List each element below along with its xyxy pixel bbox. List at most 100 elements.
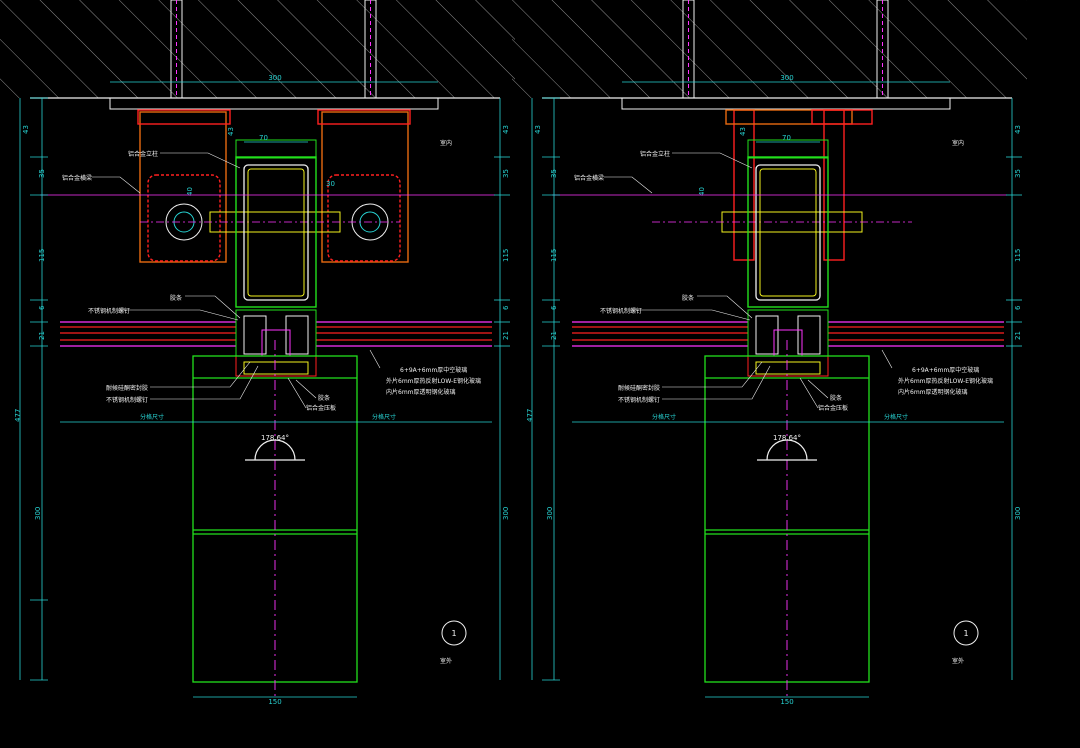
dim-top-width: 300: [268, 74, 281, 82]
svg-text:35: 35: [502, 169, 510, 178]
dim-bottom-width: 150: [780, 698, 793, 706]
dim-profile-width: 70: [259, 134, 268, 142]
svg-text:43: 43: [1014, 125, 1022, 134]
glass-joint: [747, 309, 829, 377]
dim-40: 40: [698, 187, 706, 196]
label-outdoor: 室外: [952, 657, 964, 665]
label-cover: 铝合金压板: [306, 404, 336, 412]
dim-bottom-width: 150: [268, 698, 281, 706]
svg-text:43: 43: [739, 127, 747, 136]
dim-top-width: 300: [780, 74, 793, 82]
label-glass-1: 6+9A+6mm厚中空玻璃: [400, 366, 467, 374]
detail-bubble: [441, 620, 467, 646]
svg-text:43: 43: [22, 125, 30, 134]
svg-text:35: 35: [550, 169, 558, 178]
svg-text:6: 6: [38, 305, 46, 310]
svg-text:6: 6: [502, 305, 510, 310]
label-steel-tube: 铝合金横梁: [574, 174, 604, 182]
angle-label: 178.64°: [261, 434, 289, 442]
label-indoor: 室内: [440, 139, 452, 147]
svg-text:115: 115: [502, 249, 510, 262]
steel-side-plates: [725, 109, 873, 261]
steel-brackets: [137, 109, 411, 263]
label-seal: 胶条: [830, 394, 842, 402]
span-right-label: 分格尺寸: [372, 413, 396, 421]
svg-text:300: 300: [34, 507, 42, 520]
svg-text:300: 300: [546, 507, 554, 520]
svg-text:35: 35: [1014, 169, 1022, 178]
svg-text:43: 43: [502, 125, 510, 134]
left-dim-chain: [19, 97, 48, 681]
left-annotations: 铝合金立柱 铝合金横梁 不锈钢机制螺钉 胶条 6+9A+6mm厚中空玻璃 外片6…: [62, 139, 481, 665]
concrete-slab: [0, 0, 515, 98]
right-dim-chain: [494, 98, 510, 680]
angle-label: 178.64°: [773, 434, 801, 442]
svg-text:43: 43: [534, 125, 542, 134]
label-screw: 不锈钢机制螺钉: [106, 396, 148, 404]
label-glass-2: 外片6mm厚热反射LOW-E钢化玻璃: [898, 377, 993, 385]
left-dim-chain: [531, 97, 1022, 681]
aluminum-mullion: [235, 139, 317, 308]
embedded-plate: [109, 97, 439, 110]
dim-30: 30: [326, 180, 335, 188]
detail-number: 1: [963, 629, 968, 638]
span-right-label: 分格尺寸: [884, 413, 908, 421]
label-mullion: 铝合金立柱: [128, 150, 158, 158]
svg-text:21: 21: [38, 331, 46, 340]
label-glass-3: 内片6mm厚透明钢化玻璃: [898, 388, 968, 396]
svg-text:477: 477: [526, 409, 534, 422]
label-mullion: 铝合金立柱: [640, 150, 670, 158]
left-leaders: [92, 152, 381, 409]
dim-labels: 43 35 115 6 21 477 300 43 35 115 6 21 30…: [526, 125, 1022, 520]
dim-profile-width: 70: [782, 134, 791, 142]
svg-text:477: 477: [14, 409, 22, 422]
dim-43-inner: 43: [227, 127, 235, 136]
label-steel-tube: 铝合金横梁: [62, 174, 92, 182]
label-bolt: 不锈钢机制螺钉: [88, 307, 130, 315]
panel-right: 300 70 43 40: [512, 0, 1027, 706]
left-dim-labels: 43 35 115 6 21 477 300: [14, 125, 46, 520]
svg-text:115: 115: [38, 249, 46, 262]
right-leaders: [604, 152, 893, 409]
svg-text:35: 35: [38, 169, 46, 178]
svg-text:6: 6: [1014, 305, 1022, 310]
glass-layers: [60, 321, 492, 347]
svg-text:6: 6: [550, 305, 558, 310]
svg-text:21: 21: [502, 331, 510, 340]
label-screw: 不锈钢机制螺钉: [618, 396, 660, 404]
aluminum-mullion: [747, 139, 829, 308]
label-glass-3: 内片6mm厚透明钢化玻璃: [386, 388, 456, 396]
dim-40: 40: [186, 187, 194, 196]
label-indoor: 室内: [952, 139, 964, 147]
label-sealant: 耐候硅酮密封胶: [618, 384, 660, 392]
label-bolt: 不锈钢机制螺钉: [600, 307, 642, 315]
glass-joint: [235, 309, 317, 377]
svg-text:21: 21: [1014, 331, 1022, 340]
label-outdoor: 室外: [440, 657, 452, 665]
right-annotations: 铝合金立柱 铝合金横梁 不锈钢机制螺钉 胶条 6+9A+6mm厚中空玻璃 外片6…: [574, 139, 993, 665]
detail-bubble: [953, 620, 979, 646]
detail-number: 1: [451, 629, 456, 638]
anchor-bars: [682, 0, 889, 99]
svg-text:300: 300: [1014, 507, 1022, 520]
right-dim-labels: 43 35 115 6 21 300: [502, 125, 510, 520]
embedded-plate: [621, 97, 951, 110]
svg-text:115: 115: [550, 249, 558, 262]
label-glue: 胶条: [682, 294, 694, 302]
label-sealant: 耐候硅酮密封胶: [106, 384, 148, 392]
svg-text:21: 21: [550, 331, 558, 340]
swing-arc: [254, 439, 296, 461]
label-glass-2: 外片6mm厚热反射LOW-E钢化玻璃: [386, 377, 481, 385]
anchor-bars: [170, 0, 377, 99]
panel-left: 300 70 43 40 3: [0, 0, 515, 706]
span-left-label: 分格尺寸: [652, 413, 676, 421]
label-seal: 胶条: [318, 394, 330, 402]
label-cover: 铝合金压板: [818, 404, 848, 412]
label-glue: 胶条: [170, 294, 182, 302]
svg-text:115: 115: [1014, 249, 1022, 262]
span-left-label: 分格尺寸: [140, 413, 164, 421]
concrete-slab: [512, 0, 1027, 98]
label-glass-1: 6+9A+6mm厚中空玻璃: [912, 366, 979, 374]
